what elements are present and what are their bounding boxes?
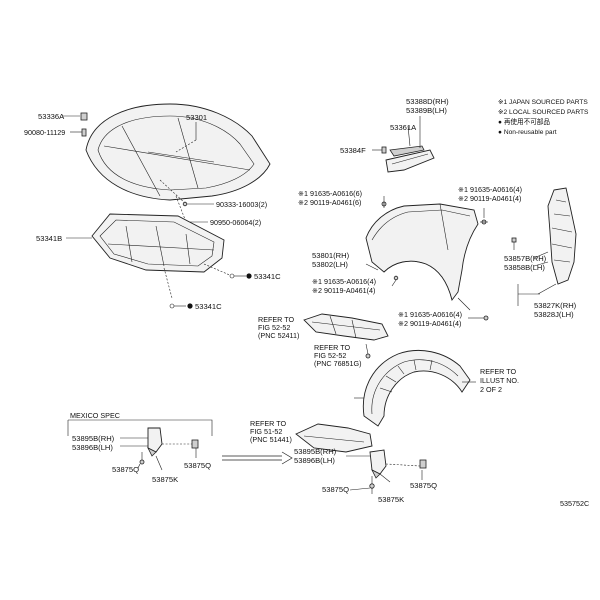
mexico-spec-frame	[67, 419, 213, 436]
non-reusable-dot	[246, 273, 252, 279]
label-mexico-53875q-left: 53875Q	[112, 465, 139, 474]
label-mexico-53875q-right: 53875Q	[184, 461, 211, 470]
label-91635-a0616-4-upper: ※1 91635-A0616(4)	[458, 185, 522, 194]
label-53384f: 53384F	[340, 146, 366, 155]
label-53875k: 53875K	[378, 495, 404, 504]
refer-fig-52-52-b: FIG 52-52	[258, 323, 290, 332]
refer-pnc-52411: (PNC 52411)	[258, 331, 299, 340]
label-53341c-upper: 53341C	[254, 272, 281, 281]
fender-liner	[362, 349, 471, 427]
label-53341c-lower: 53341C	[195, 302, 222, 311]
label-90119-a0461-4-mid: ※2 90119-A0461(4)	[312, 286, 375, 295]
label-mexico-53895b: 53895B(RH)	[72, 434, 115, 443]
refer-illust-c: 2 OF 2	[480, 385, 502, 394]
fender-apron-seal	[303, 313, 389, 341]
hood-clip-53336a	[80, 112, 88, 137]
refer-illust-b: ILLUST NO.	[480, 376, 519, 385]
hood-to-fender-seal	[385, 145, 435, 173]
note-non-reusable: ● Non-reusable part	[498, 129, 557, 136]
label-53827k: 53827K(RH)	[534, 301, 577, 310]
refer-fig-52-52-c: REFER TO	[314, 343, 350, 352]
refer-illust-a: REFER TO	[480, 367, 516, 376]
label-53388d: 53388D(RH)	[406, 97, 449, 106]
refer-pnc-51441: (PNC 51441)	[250, 435, 292, 444]
label-53857b: 53857B(RH)	[504, 254, 547, 263]
label-53875q-left: 53875Q	[322, 485, 349, 494]
illustration-code: 535752C	[560, 499, 589, 508]
label-91635-a0616-6: ※1 91635-A0616(6)	[298, 189, 362, 198]
label-91635-a0616-4-lower: ※1 91635-A0616(4)	[398, 310, 462, 319]
refer-fig-51-52-a: REFER TO	[250, 419, 286, 428]
note-local-sourced: ※2 LOCAL SOURCED PARTS	[498, 109, 589, 116]
label-90950-06064: 90950-06064(2)	[210, 218, 261, 227]
note-kanji: ● 再使用不可部品	[498, 117, 550, 126]
label-53801: 53801(RH)	[312, 251, 350, 260]
note-japan-sourced: ※1 JAPAN SOURCED PARTS	[498, 99, 588, 106]
label-90119-a0461-4-lower: ※2 90119-A0461(4)	[398, 319, 461, 328]
label-90119-a0461-6: ※2 90119-A0461(6)	[298, 198, 361, 207]
label-90119-a0461-4-upper: ※2 90119-A0461(4)	[458, 194, 521, 203]
label-91635-a0616-4-mid: ※1 91635-A0616(4)	[312, 277, 376, 286]
label-mexico-53896b: 53896B(LH)	[72, 443, 113, 452]
transfer-arrow	[222, 451, 293, 465]
hood-panel	[85, 103, 271, 201]
refer-fig-52-52-d: FIG 52-52	[314, 351, 346, 360]
label-90333-16003: 90333-16003(2)	[216, 200, 267, 209]
label-53802: 53802(LH)	[312, 260, 348, 269]
non-reusable-dot	[187, 303, 193, 309]
front-fender-53801	[365, 203, 479, 302]
label-53301: 53301	[186, 113, 207, 122]
label-53858b: 53858B(LH)	[504, 263, 545, 272]
fender-bracket-53827k	[547, 187, 577, 285]
label-53341b: 53341B	[36, 234, 62, 243]
label-90080-11129: 90080-11129	[24, 128, 65, 137]
refer-fig-51-52-b: FIG 51-52	[250, 427, 282, 436]
refer-pnc-76851g: (PNC 76851G)	[314, 359, 362, 368]
label-53875q-right: 53875Q	[410, 481, 437, 490]
label-mexico-53875k: 53875K	[152, 475, 178, 484]
label-53895b: 53895B(RH)	[294, 447, 337, 456]
refer-fig-52-52-a: REFER TO	[258, 315, 294, 324]
label-53896b: 53896B(LH)	[294, 456, 335, 465]
hood-insulator-53341b	[91, 213, 225, 273]
mexico-spec-title: MEXICO SPEC	[70, 411, 120, 420]
label-53361a: 53361A	[390, 123, 417, 132]
front-under-cover	[295, 423, 373, 453]
label-53389b: 53389B(LH)	[406, 106, 447, 115]
mexico-mudguard	[147, 427, 163, 457]
label-53828j: 53828J(LH)	[534, 310, 574, 319]
label-53336a: 53336A	[38, 112, 65, 121]
mudguard-53895b	[369, 449, 387, 479]
